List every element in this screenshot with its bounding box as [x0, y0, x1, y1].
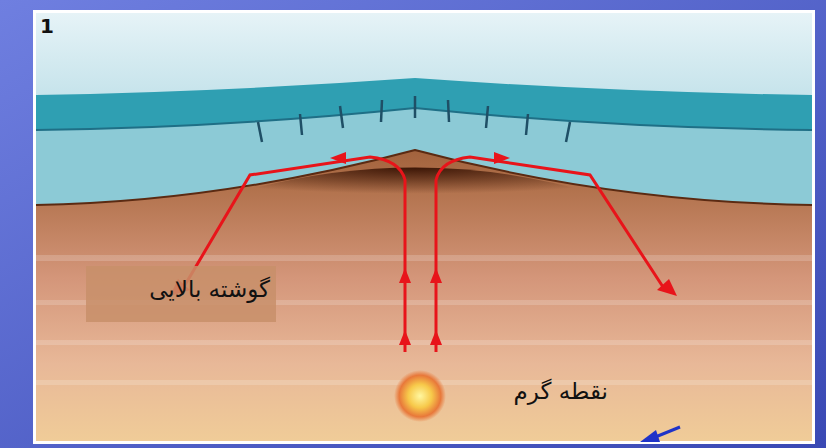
hot-spot-label: نقطه گرم — [514, 378, 608, 404]
layer-label: گوشته بالایی — [149, 276, 270, 302]
panel-number: 1 — [40, 14, 54, 38]
